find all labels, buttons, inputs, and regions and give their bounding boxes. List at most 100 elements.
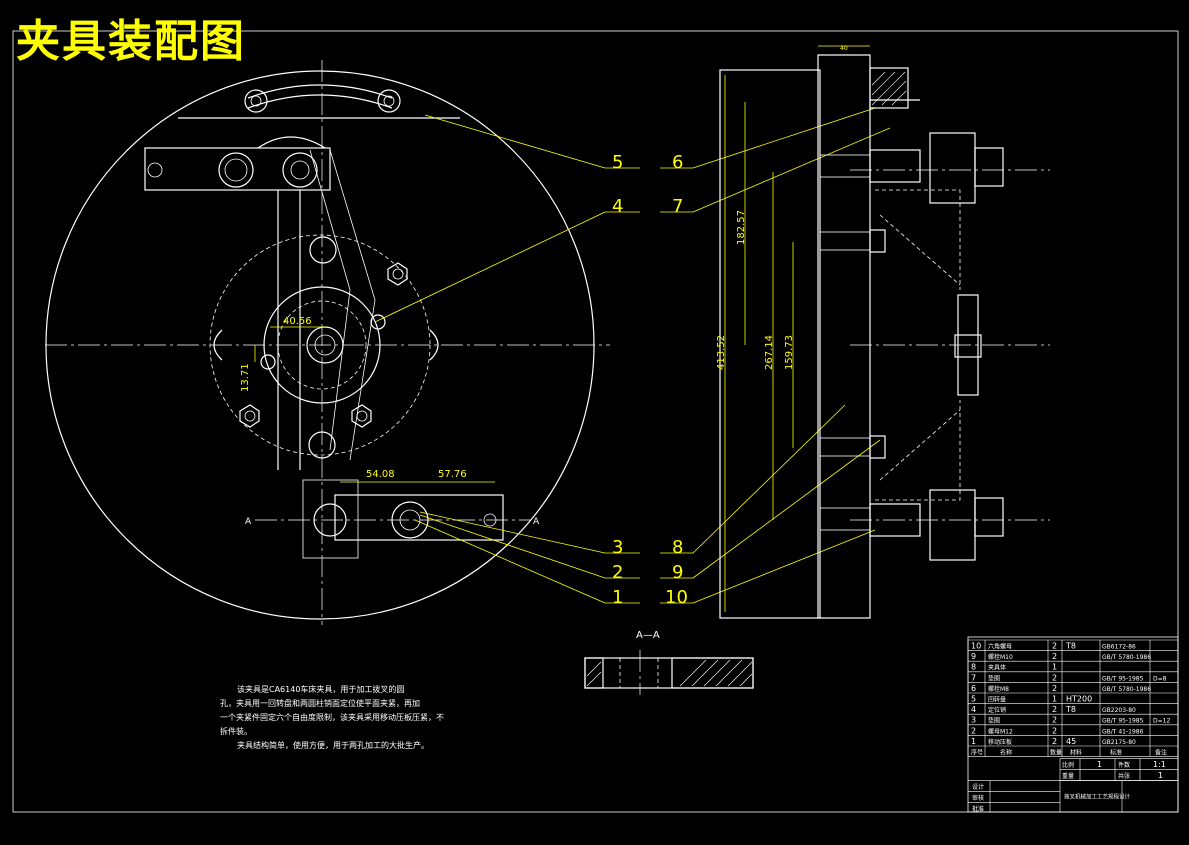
fixture-body: [719, 69, 821, 619]
slot-bolt-right: [377, 89, 401, 113]
dim-40-56: 40.56: [283, 316, 312, 327]
balloon-10: 10: [665, 587, 688, 608]
section-view: A—A: [584, 630, 754, 695]
bom-row-qty: 2: [1052, 684, 1057, 693]
bom-row-name: 夹具体: [988, 664, 1006, 672]
bom-row-number: 9: [971, 652, 976, 661]
sheet-border: [12, 30, 1179, 813]
check-label: 审核: [972, 794, 984, 802]
bom-row-qty: 2: [1052, 642, 1057, 651]
bom-row-note: D=12: [1153, 718, 1170, 725]
bom-row-name: 螺栓M8: [988, 685, 1009, 693]
slot-bolt-left: [244, 89, 268, 113]
dim-top: 40: [840, 45, 848, 52]
cut-mark-left: A: [245, 517, 252, 527]
rotary-disk-section: [817, 54, 871, 619]
qty-value: 1: [1097, 760, 1102, 769]
balloon-7: 7: [672, 196, 683, 217]
bom-row-material: HT200: [1066, 695, 1092, 704]
bom-row-qty: 2: [1052, 673, 1057, 682]
tech-note-line-2: 孔，夹具用一回转盘和两圆柱销面定位使平面夹紧，再加: [220, 699, 420, 708]
bom-row-qty: 2: [1052, 737, 1057, 746]
scale-label: 比例: [1062, 761, 1074, 769]
bom-row-name: 定位销: [988, 706, 1006, 714]
bom-row-qty: 1: [1052, 663, 1057, 672]
bom-row-name: 回转盘: [988, 696, 1006, 704]
tech-note-line-1: 该夹具是CA6140车床夹具，用于加工拨叉的圆: [237, 685, 405, 694]
front-view: [45, 60, 610, 625]
tech-note-line-4: 拆件装。: [220, 727, 252, 736]
bom-row-number: 8: [971, 663, 976, 672]
balloons: 5 4 3 2 1 6 7 8 9 10: [612, 152, 688, 608]
bom-row-standard: GB/T 95-1985: [1102, 675, 1144, 682]
lower-clamp-plate: [334, 494, 504, 541]
dim-57-76: 57.76: [438, 469, 467, 480]
balloon-8: 8: [672, 537, 683, 558]
bom-row-standard: GB2175-80: [1102, 739, 1136, 746]
bom-row-number: 7: [971, 673, 976, 682]
bom-row-qty: 2: [1052, 705, 1057, 714]
header-note: 备注: [1155, 749, 1167, 757]
bom-row-number: 3: [971, 716, 976, 725]
dim-182-57: 182.57: [736, 210, 747, 245]
tech-note-line-3: 一个夹紧件固定六个自由度限制，该夹具采用移动压板压紧，不: [220, 713, 444, 722]
balloon-2: 2: [612, 562, 623, 583]
bom-row-qty: 1: [1052, 695, 1057, 704]
front-dimensions: 40.56 13.71 54.08 57.76: [240, 316, 495, 483]
balloon-9: 9: [672, 562, 683, 583]
balloon-6: 6: [672, 152, 683, 173]
drawing-title: 夹具装配图: [16, 16, 246, 67]
section-view-label: A—A: [636, 630, 660, 641]
balloon-3: 3: [612, 537, 623, 558]
bom-row-standard: GB2203-80: [1102, 707, 1136, 714]
dim-54-08: 54.08: [366, 469, 395, 480]
header-no: 序号: [971, 749, 983, 757]
dim-413-52: 413.52: [716, 335, 727, 370]
bom-row-number: 10: [971, 642, 981, 651]
leader-lines: [374, 107, 891, 604]
bom-row-standard: GB/T 41-1986: [1102, 728, 1144, 735]
bom-row-name: 垫圈: [988, 717, 1000, 725]
header-name: 名称: [1000, 749, 1012, 757]
header-material: 材料: [1070, 749, 1082, 757]
approve-label: 批准: [972, 805, 984, 813]
bom-row-material: 45: [1066, 737, 1076, 746]
header-standard: 标准: [1110, 749, 1122, 757]
bom-row-name: 六角螺母: [988, 643, 1012, 651]
weight-label: 重量: [1062, 772, 1074, 780]
sheet-label: 共张: [1118, 772, 1130, 780]
bom-row-number: 6: [971, 684, 976, 693]
balloon-4: 4: [612, 196, 623, 217]
bom-row-name: 螺栓M10: [988, 653, 1013, 661]
balloon-1: 1: [612, 587, 623, 608]
sheet-value: 1: [1158, 771, 1163, 780]
bom-row-qty: 2: [1052, 716, 1057, 725]
upper-clamp-plate: [144, 147, 331, 191]
scale-value: 1:1: [1153, 760, 1166, 769]
side-dimensions: 40 413.52 182.57 267.14 159.73: [716, 45, 870, 612]
bom-row-number: 4: [971, 705, 976, 714]
bolt-circle: [209, 234, 431, 456]
tech-note-line-5: 夹具结构简单，使用方便，用于两孔加工的大批生产。: [237, 741, 429, 750]
bom-row-standard: GB/T 5780-1986: [1102, 686, 1151, 693]
bom-row-standard: GB/T 95-1985: [1102, 718, 1144, 725]
bom-row-qty: 2: [1052, 726, 1057, 735]
center-boss: [263, 286, 381, 404]
bom-row-number: 2: [971, 726, 976, 735]
bom-row-standard: GB6172-86: [1102, 644, 1136, 651]
qty-label: 件数: [1118, 761, 1130, 769]
bom-row-name: 移动压板: [988, 738, 1012, 746]
project-name: 拨叉机械加工工艺规程设计: [1064, 793, 1131, 801]
dim-159-73: 159.73: [784, 335, 795, 370]
bom-row-number: 5: [971, 695, 976, 704]
bom-row-note: D=8: [1153, 675, 1167, 682]
bom-row-number: 1: [971, 737, 976, 746]
bom-row-material: T8: [1065, 642, 1076, 651]
cut-mark-right: A: [533, 517, 540, 527]
design-label: 设计: [972, 783, 984, 791]
bom-row-standard: GB/T 5780-1986: [1102, 654, 1151, 661]
dim-267-14: 267.14: [764, 335, 775, 370]
